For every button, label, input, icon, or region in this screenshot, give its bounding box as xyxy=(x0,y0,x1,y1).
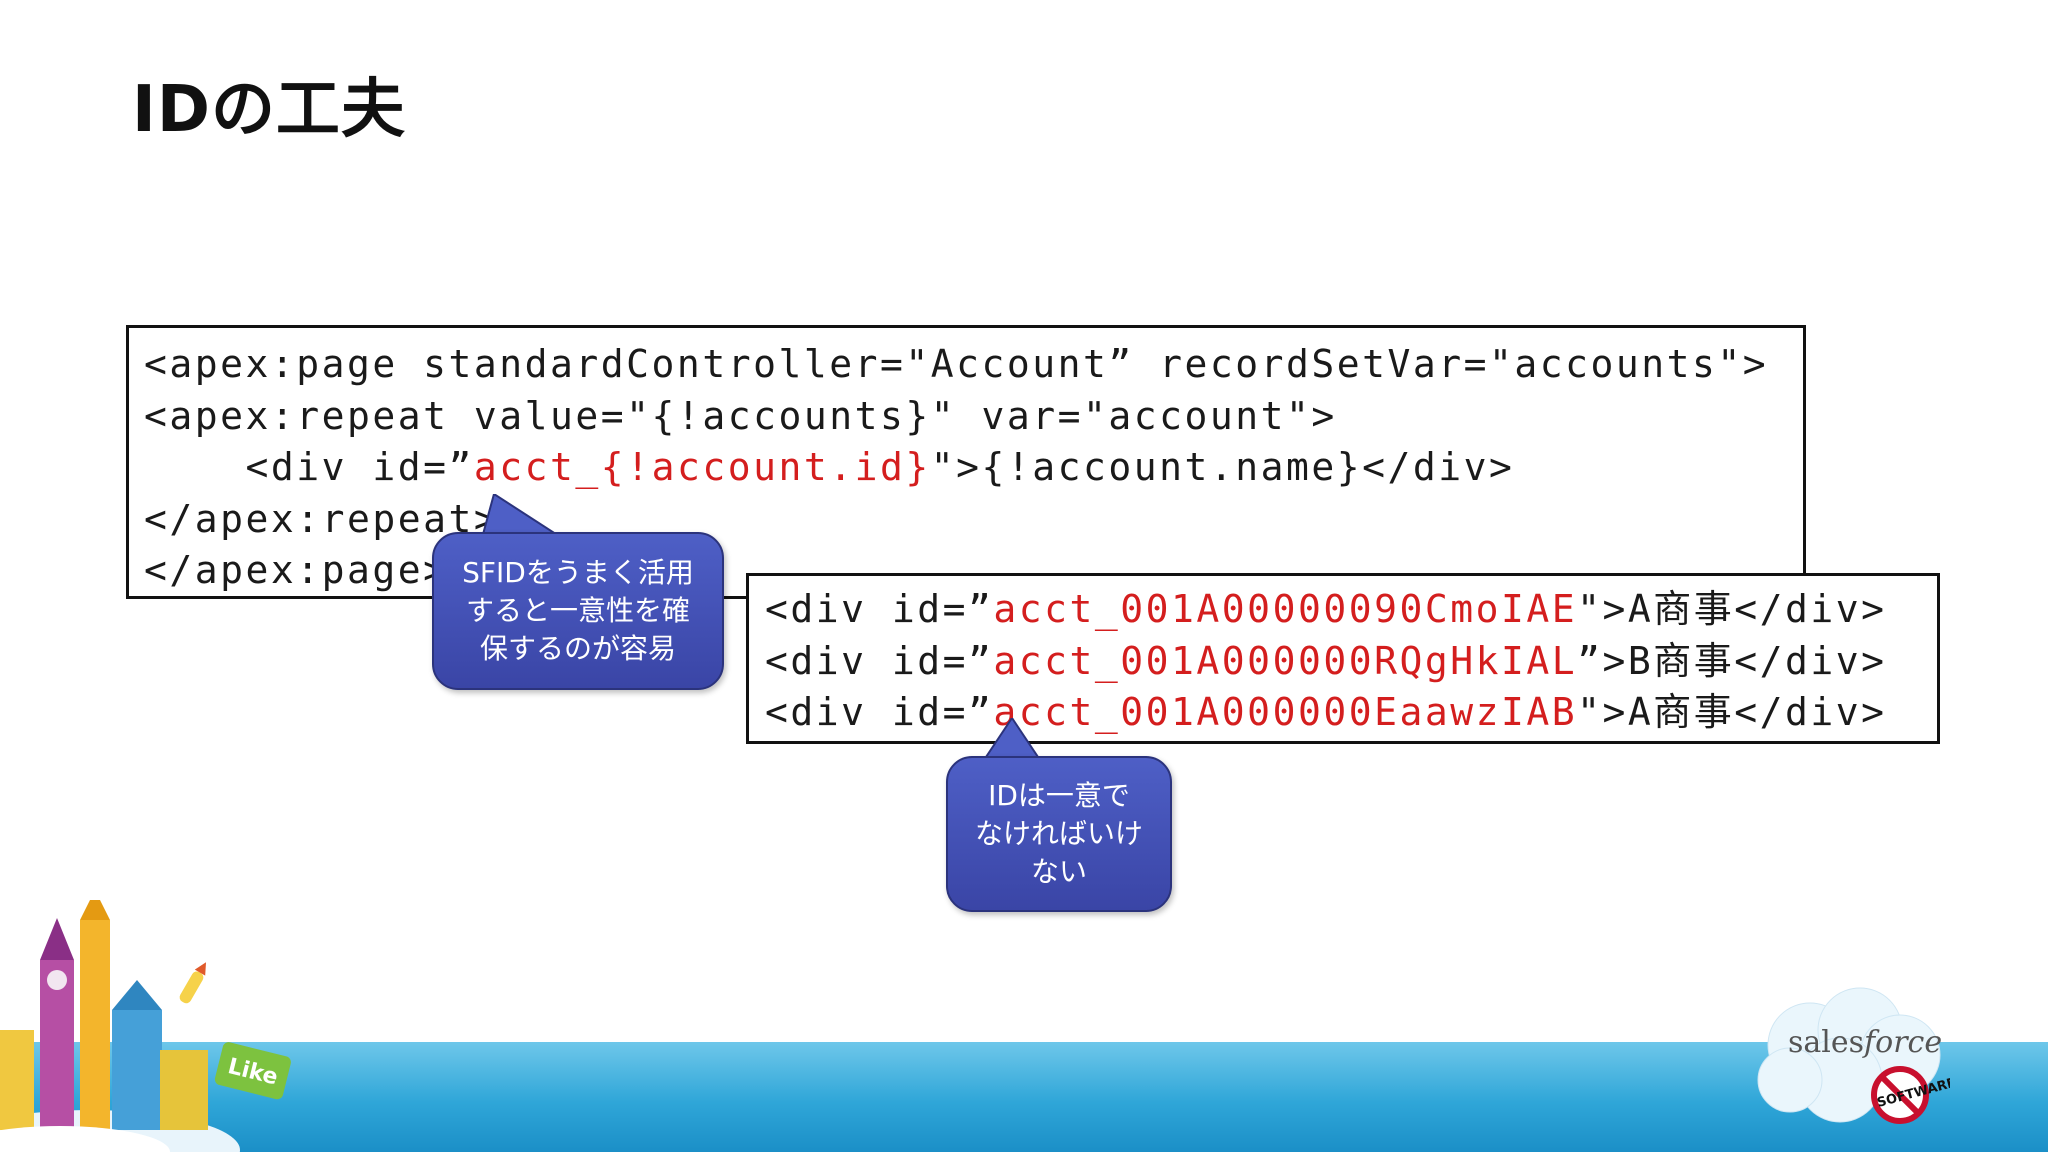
code-segment: ">A商事</div> xyxy=(1577,690,1887,734)
code-highlight: acct_001A000000RQgHkIAL xyxy=(993,638,1578,683)
code-line: <div id=”acct_001A000000EaawzIAB">A商事</d… xyxy=(765,687,1937,739)
code-line: <apex:page standardController="Account” … xyxy=(144,339,1803,391)
code-line: <div id=”acct_001A00000090CmoIAE">A商事</d… xyxy=(765,584,1937,636)
code-segment: <apex:repeat value="{!accounts}" var="ac… xyxy=(144,393,1337,438)
code-segment: </apex:repeat> xyxy=(144,496,500,541)
code-segment: <div id=” xyxy=(765,587,994,631)
callout-unique-text: IDは一意で なければいけ ない xyxy=(974,779,1143,888)
code-line: <div id=”acct_001A000000RQgHkIAL”>B商事</d… xyxy=(765,636,1937,688)
code-segment: <apex:page standardController="Account” … xyxy=(144,342,1769,386)
code-segment: ”>B商事</div> xyxy=(1577,638,1887,683)
code-segment: <div id=” xyxy=(144,445,474,489)
salesforce-wordmark: salesforce xyxy=(1788,1025,1942,1060)
code-segment: ">A商事</div> xyxy=(1577,587,1887,631)
footer-band xyxy=(0,1042,2048,1152)
code-block-source: <apex:page standardController="Account” … xyxy=(126,325,1806,599)
city-skyline-illustration: Like xyxy=(0,900,291,1152)
slide-title: IDの工夫 xyxy=(132,73,406,147)
code-line: <apex:repeat value="{!accounts}" var="ac… xyxy=(144,391,1803,443)
code-line: </apex:page> xyxy=(144,545,1803,597)
code-highlight: acct_001A000000EaawzIAB xyxy=(993,690,1578,734)
callout-unique: IDは一意で なければいけ ない xyxy=(946,756,1172,912)
code-highlight: acct_{!account.id} xyxy=(473,445,931,489)
code-block-output: <div id=”acct_001A00000090CmoIAE">A商事</d… xyxy=(746,573,1940,744)
code-segment: </apex:page> xyxy=(144,548,449,592)
code-line: <div id=”acct_{!account.id}">{!account.n… xyxy=(144,442,1803,494)
code-segment: <div id=” xyxy=(765,638,994,683)
salesforce-logo: salesforce SOFTWARE xyxy=(1757,987,1950,1124)
callout-unique-tail xyxy=(982,718,1042,760)
code-segment: <div id=” xyxy=(765,690,994,734)
code-segment: ">{!account.name}</div> xyxy=(930,445,1515,489)
callout-sfid-text: SFIDをうまく活用 すると一意性を確 保するのが容易 xyxy=(462,556,694,665)
code-line: </apex:repeat> xyxy=(144,494,1803,546)
code-highlight: acct_001A00000090CmoIAE xyxy=(993,587,1578,631)
callout-sfid: SFIDをうまく活用 すると一意性を確 保するのが容易 xyxy=(432,532,724,690)
